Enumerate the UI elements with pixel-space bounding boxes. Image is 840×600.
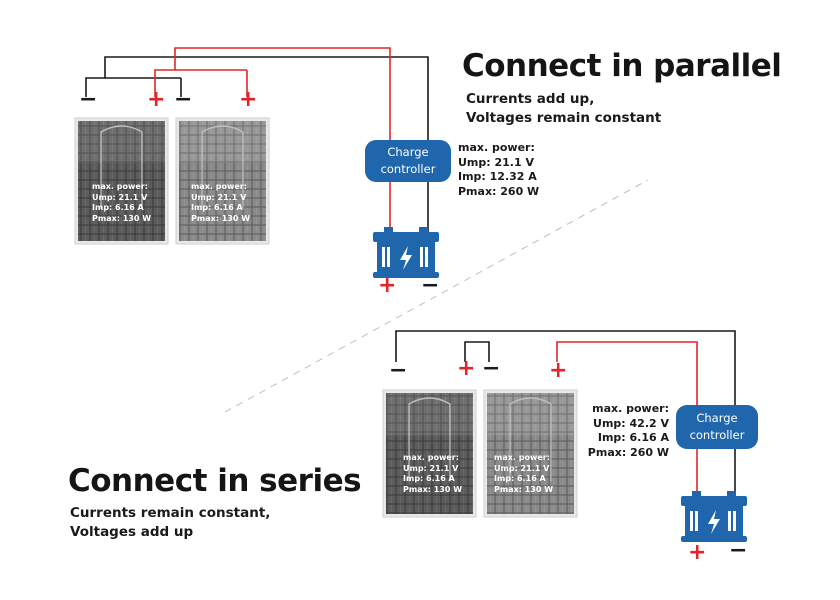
- panel-spec-1: max. power: Ump: 21.1 V Imp: 6.16 A Pmax…: [92, 182, 151, 224]
- parallel-negative-wire: [85, 56, 429, 140]
- panel-spec-line: Imp: 6.16 A: [92, 203, 144, 212]
- panel-spec-line: Pmax: 130 W: [191, 213, 251, 223]
- series-subtitle-line-2: Voltages add up: [70, 524, 194, 540]
- parallel-wiring: [85, 47, 429, 232]
- panel-spec-3: max. power: Ump: 21.1 V Imp: 6.16 A Pmax…: [403, 453, 462, 495]
- panel-spec-2: max. power: Ump: 21.1 V Imp: 6.16 A Pmax…: [191, 182, 250, 224]
- series-system-spec: max. power: Ump: 42.2 V Imp: 6.16 A Pmax…: [585, 402, 669, 460]
- parallel-subtitle-line-2: Voltages remain constant: [466, 110, 662, 126]
- parallel-subtitle: Currents add up, Voltages remain constan…: [466, 90, 661, 128]
- panel-spec-4: max. power: Ump: 21.1 V Imp: 6.16 A Pmax…: [494, 453, 553, 495]
- parallel-title: Connect in parallel: [462, 48, 782, 84]
- battery-positive-terminal: +: [378, 273, 397, 298]
- parallel-subtitle-line-1: Currents add up,: [466, 91, 595, 107]
- panel-negative-terminal: −: [174, 87, 193, 112]
- solar-panel-icon: [74, 117, 169, 245]
- panel-spec-line: max. power:: [494, 453, 550, 462]
- spec-line: Pmax: 260 W: [587, 445, 669, 459]
- battery-negative-terminal: −: [729, 538, 748, 563]
- controller-label-line-1: Charge: [387, 145, 429, 159]
- series-link-wire: [464, 341, 490, 362]
- panel-spec-line: Ump: 21.1 V: [191, 192, 247, 202]
- panel-negative-terminal: −: [389, 358, 408, 383]
- battery-negative-terminal: −: [421, 273, 440, 298]
- panel-spec-line: Imp: 6.16 A: [191, 203, 243, 212]
- section-divider: [224, 179, 649, 413]
- panel-spec-line: Ump: 21.1 V: [403, 463, 459, 473]
- panel-spec-line: Pmax: 130 W: [403, 484, 463, 494]
- series-subtitle-line-1: Currents remain constant,: [70, 505, 271, 521]
- panel-positive-terminal: +: [549, 358, 568, 383]
- spec-line: Ump: 42.2 V: [593, 416, 669, 430]
- spec-line: Ump: 21.1 V: [458, 155, 534, 169]
- spec-line: Imp: 6.16 A: [597, 431, 669, 444]
- battery-bolt-icon: [373, 227, 439, 278]
- parallel-system-spec: max. power: Ump: 21.1 V Imp: 12.32 A Pma…: [458, 141, 539, 199]
- panel-spec-line: max. power:: [92, 182, 148, 191]
- solar-panel-icon: [483, 389, 578, 518]
- panel-negative-terminal: −: [482, 356, 501, 381]
- spec-line: max. power:: [458, 141, 535, 154]
- series-subtitle: Currents remain constant, Voltages add u…: [70, 504, 270, 542]
- controller-label-line-2: controller: [380, 162, 436, 176]
- panel-spec-line: Ump: 21.1 V: [92, 192, 148, 202]
- spec-line: Imp: 12.32 A: [458, 170, 537, 183]
- series-title: Connect in series: [68, 463, 362, 499]
- panel-spec-line: Imp: 6.16 A: [403, 474, 455, 483]
- panel-spec-line: Pmax: 130 W: [494, 484, 554, 494]
- panel-positive-terminal: +: [147, 87, 166, 112]
- panel-positive-terminal: +: [457, 356, 476, 381]
- panel-spec-line: max. power:: [403, 453, 459, 462]
- panel-spec-line: Ump: 21.1 V: [494, 463, 550, 473]
- spec-line: Pmax: 260 W: [458, 184, 540, 198]
- controller-label-line-2: controller: [689, 428, 745, 442]
- panel-spec-line: max. power:: [191, 182, 247, 191]
- battery-bolt-icon: [681, 491, 747, 542]
- panel-negative-terminal: −: [79, 87, 98, 112]
- parallel-charge-controller: Charge controller: [365, 140, 451, 182]
- panel-positive-terminal: +: [239, 87, 258, 112]
- parallel-positive-wire: [154, 47, 391, 140]
- spec-line: max. power:: [592, 402, 669, 415]
- series-charge-controller: Charge controller: [676, 405, 758, 449]
- panel-spec-line: Pmax: 130 W: [92, 213, 152, 223]
- solar-panel-icon: [382, 389, 477, 518]
- solar-panel-icon: [175, 117, 270, 245]
- controller-label-line-1: Charge: [696, 411, 738, 425]
- battery-positive-terminal: +: [688, 540, 707, 565]
- panel-spec-line: Imp: 6.16 A: [494, 474, 546, 483]
